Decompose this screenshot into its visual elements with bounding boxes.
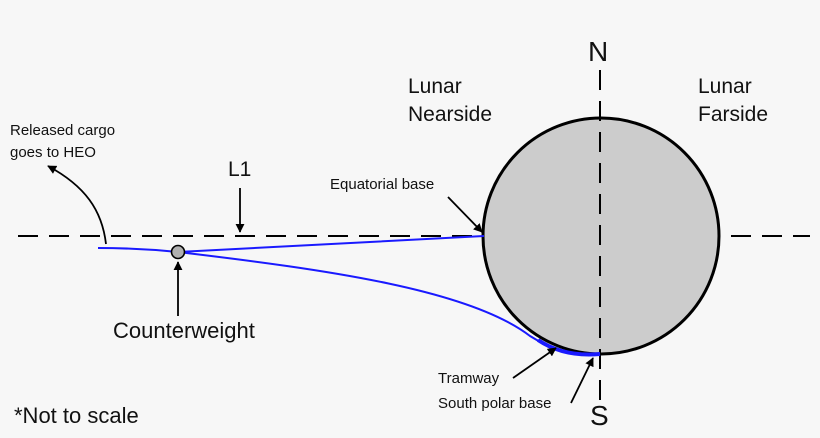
tramway-track [536, 338, 601, 357]
lunar-nearside-label-line2: Nearside [408, 103, 493, 126]
tramway-arrow [512, 347, 557, 379]
lunar-farside-label-line1: Lunar [698, 75, 752, 98]
lunar-farside-label-line2: Farside [698, 103, 769, 126]
released-cargo-label-line1: Released cargo [10, 122, 116, 139]
equatorial-base-label: Equatorial base [330, 176, 435, 193]
counterweight-label: Counterweight [113, 318, 255, 343]
counterweight-mass [170, 244, 186, 260]
tramway-label: Tramway [438, 370, 500, 387]
tether-equatorial [97, 235, 485, 254]
south-label: S [590, 400, 609, 431]
l1-label: L1 [228, 158, 252, 181]
north-label: N [588, 36, 609, 67]
released-cargo-arrow [47, 165, 107, 245]
equatorial-base-arrow [447, 196, 483, 233]
south-polar-base-arrow [570, 357, 594, 404]
not-to-scale-note: *Not to scale [14, 403, 139, 428]
released-cargo-label-line2: goes to HEO [10, 144, 96, 161]
south-polar-base-label: South polar base [438, 395, 552, 412]
lunar-nearside-label-line1: Lunar [408, 75, 462, 98]
